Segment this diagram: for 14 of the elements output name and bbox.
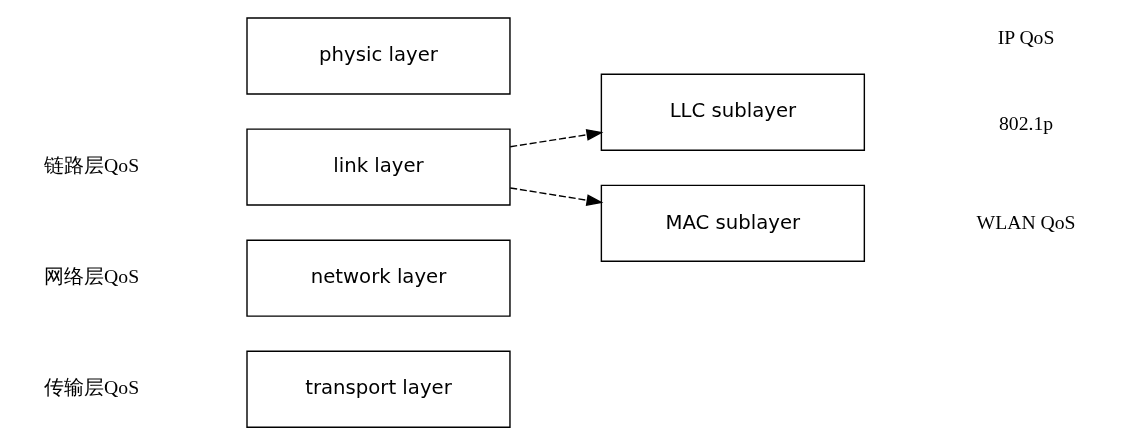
node-box: MAC sublayer (600, 184, 865, 262)
label: IP QoS (997, 26, 1054, 49)
label: 传输层QoS (43, 376, 139, 399)
label: 网络层QoS (43, 265, 139, 288)
node-box: link layer (245, 128, 511, 206)
label: 链路层QoS (43, 154, 139, 177)
node-box: LLC sublayer (600, 73, 865, 151)
label: WLAN QoS (976, 210, 1076, 233)
node-box: physic layer (245, 17, 511, 95)
label: 802.1p (998, 112, 1053, 135)
node-box: transport layer (245, 350, 511, 428)
node-box: network layer (245, 239, 511, 317)
arrow (509, 128, 603, 148)
arrow (509, 187, 603, 206)
